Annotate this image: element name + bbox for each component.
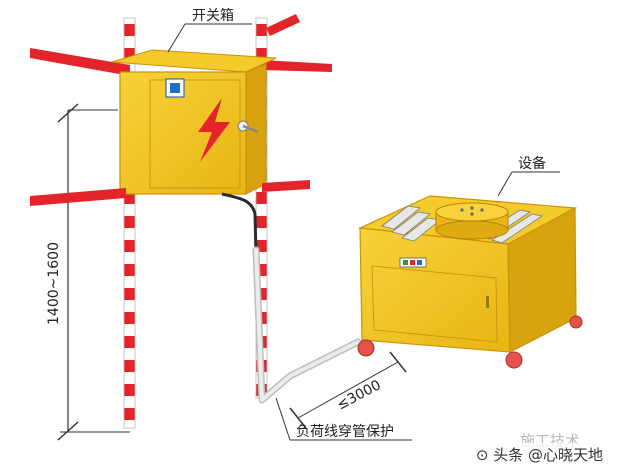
cable-protection-label: 负荷线穿管保护 [296,424,394,440]
equipment-wheels [357,315,583,369]
brand-logo-icon [165,78,185,98]
watermark: ⊙ 头条 @心晓天地 [471,443,607,466]
switch-box-callout: 开关箱 [167,8,252,53]
indicator-lights-icon [399,257,427,268]
switch-box-label: 开关箱 [192,8,234,24]
equipment-drum [435,202,509,240]
equipment [357,195,583,369]
distance-dimension-label: ≤3000 [334,377,383,413]
height-dimension-label: 1400~1600 [46,242,62,325]
top-grille-left [381,205,441,242]
lightning-warning-icon [198,98,230,162]
height-dimension: 1400~1600 [46,103,130,441]
switch-box [111,49,277,195]
upper-crossbars [30,14,332,76]
lower-crossbars [30,180,310,206]
equipment-label: 设备 [518,155,546,172]
cable-protection-callout: 负荷线穿管保护 [275,397,412,441]
left-pole [123,17,136,429]
equipment-callout: 设备 [497,155,560,197]
protection-pipe [252,246,362,404]
camera-icon: ⊙ [475,446,489,464]
load-cable [221,192,258,255]
watermark-text: 头条 @心晓天地 [493,446,603,464]
